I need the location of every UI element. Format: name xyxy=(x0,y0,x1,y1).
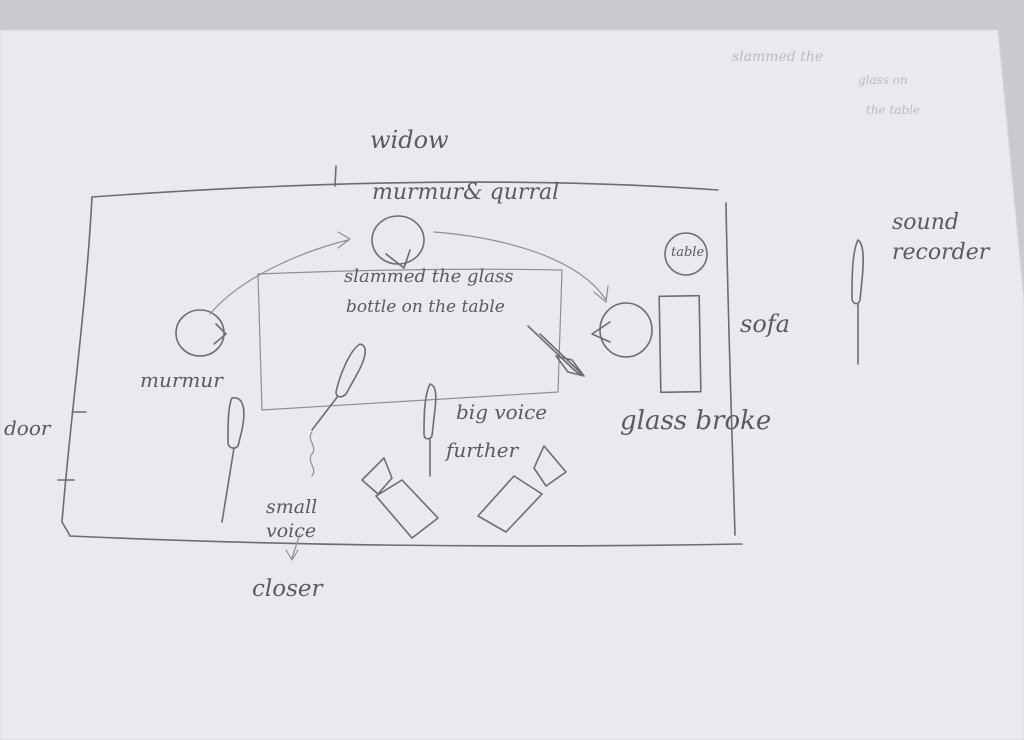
window-label: widow xyxy=(370,126,449,154)
action-label-line1: slammed the glass xyxy=(344,266,514,287)
room-wall-right xyxy=(725,202,736,536)
sofa xyxy=(658,294,702,394)
move-arrow-left xyxy=(209,239,349,315)
camera-right xyxy=(477,475,543,533)
move-arrow-right xyxy=(433,231,607,301)
faint-note-1: slammed the xyxy=(732,49,824,65)
faint-note-3: the table xyxy=(866,103,921,117)
microphone-1-stand xyxy=(221,447,235,523)
closer-label: closer xyxy=(252,576,323,602)
sofa-label: sofa xyxy=(740,310,790,338)
room-wall-top xyxy=(91,181,719,198)
microphone-3 xyxy=(423,383,437,440)
action-label-line2: bottle on the table xyxy=(346,297,505,317)
top-sound-label: murmur& qurral xyxy=(372,180,560,205)
small-voice-label-line1: small xyxy=(266,496,318,518)
faint-note-2: glass on xyxy=(858,73,908,87)
room-wall-bottom xyxy=(61,521,743,547)
microphone-1 xyxy=(227,397,245,449)
closer-arrow xyxy=(291,533,301,559)
small-table xyxy=(664,232,708,276)
microphone-4 xyxy=(851,239,864,305)
paper-sheet xyxy=(0,30,1024,740)
microphone-2 xyxy=(335,343,367,398)
person-top-nose xyxy=(385,249,411,269)
sound-recorder-label-line1: sound xyxy=(892,210,959,235)
door-label: door xyxy=(4,416,51,440)
small-voice-label-line2: voice xyxy=(266,520,317,542)
person-left-nose xyxy=(213,323,227,345)
window-marker xyxy=(334,165,337,187)
sound-recorder-label-line2: recorder xyxy=(892,240,990,265)
person-right-nose xyxy=(591,321,611,343)
left-sound-label: murmur xyxy=(140,368,223,392)
big-voice-label-line1: big voice xyxy=(456,400,548,424)
camera-left xyxy=(375,479,439,539)
big-voice-label-line2: further xyxy=(446,438,519,462)
central-table xyxy=(257,268,563,411)
microphone-2-stand xyxy=(311,395,339,431)
person-right xyxy=(599,302,653,358)
room-wall-left xyxy=(61,196,93,523)
table-label: table xyxy=(671,245,705,260)
glass-broke-label: glass broke xyxy=(620,406,772,436)
